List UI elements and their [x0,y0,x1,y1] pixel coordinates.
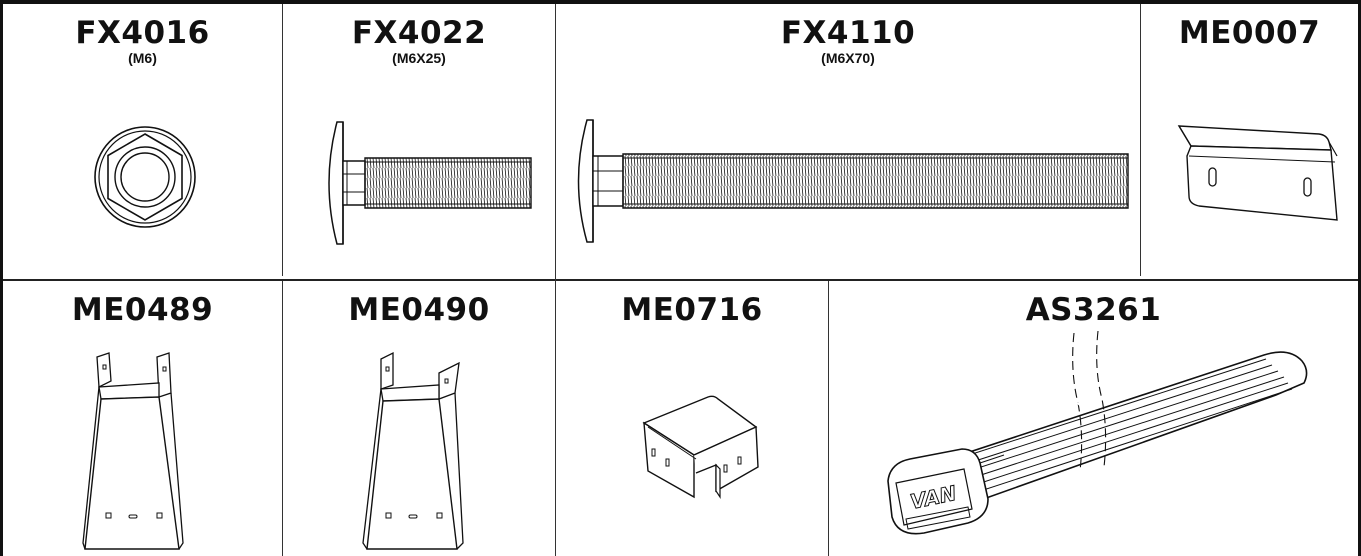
flange-nut-icon [85,122,205,232]
part-code: FX4016 [75,15,210,51]
bracket-right-icon [359,353,469,553]
bracket-left-icon [79,353,189,553]
part-size: (M6) [128,50,157,66]
part-size: (M6X70) [821,50,875,66]
part-code: FX4022 [351,15,487,51]
part-size: (M6X25) [392,50,446,66]
part-cell-fx4022: FX4022 (M6X25) [283,4,555,276]
part-cell-fx4110: FX4110 (M6X70) [556,4,1140,276]
col-divider [828,281,829,556]
carriage-bolt-short-icon [321,118,536,248]
col-divider [555,4,556,556]
part-cell-me0007: ME0007 [1141,4,1358,276]
part-cell-me0716: ME0716 [556,281,828,556]
col-divider [282,4,283,276]
part-code: ME0489 [71,292,214,328]
bent-plate-icon [1169,116,1349,226]
part-code: ME0490 [348,292,490,328]
part-cell-me0490: ME0490 [283,281,555,556]
part-cell-fx4016: FX4016 (M6) [3,4,282,276]
part-code: ME0716 [621,292,763,328]
carriage-bolt-long-icon [570,116,1132,246]
col-divider [1140,4,1141,276]
row-divider [3,279,1358,281]
part-code: AS3261 [1025,292,1162,328]
col-divider [282,281,283,556]
part-cell-as3261: AS3261 VAN [829,281,1358,556]
part-code: FX4110 [780,15,916,51]
part-code: ME0007 [1178,15,1321,51]
roof-bar-icon: VAN [884,331,1324,536]
part-cell-me0489: ME0489 [3,281,282,556]
u-bracket-icon [638,393,768,503]
